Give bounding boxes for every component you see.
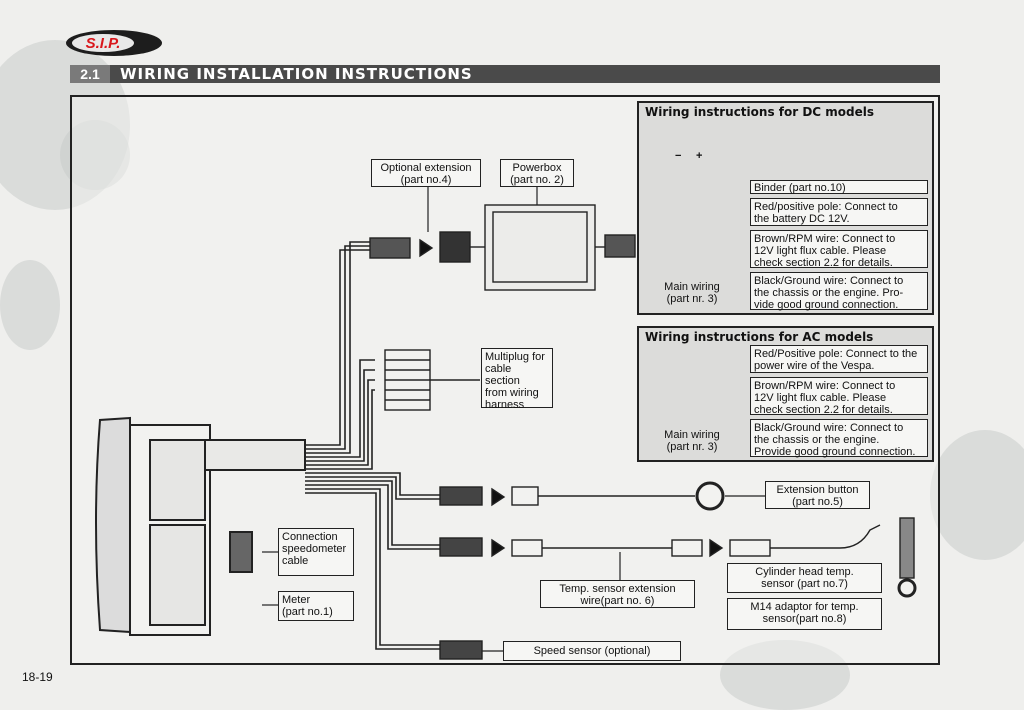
ac-brown-wire-label: Brown/RPM wire: Connect to 12V light flu… xyxy=(750,377,928,416)
m14-adaptor-label: M14 adaptor for temp. sensor(part no.8) xyxy=(727,598,882,630)
dc-red-wire-label: Red/positive pole: Connect to the batter… xyxy=(750,198,928,226)
background-splat xyxy=(930,430,1024,560)
ac-red-wire-label: Red/Positive pole: Connect to the power … xyxy=(750,345,928,373)
section-number: 2.1 xyxy=(70,65,110,83)
battery-minus-sign: − xyxy=(675,150,682,162)
ac-panel-title: Wiring instructions for AC models xyxy=(645,330,874,344)
powerbox-label: Powerbox (part no. 2) xyxy=(500,159,574,187)
background-splat xyxy=(720,640,850,710)
optional-extension-label: Optional extension (part no.4) xyxy=(371,159,481,187)
dc-brown-wire-label: Brown/RPM wire: Connect to 12V light flu… xyxy=(750,230,928,269)
page-number: 18-19 xyxy=(22,670,53,684)
leader-lines xyxy=(262,186,765,652)
ac-black-wire-label: Black/Ground wire: Connect to the chassi… xyxy=(750,419,928,458)
speed-sensor-drawing xyxy=(439,640,483,660)
multiplug-label: Multiplug for cable section from wiring … xyxy=(481,348,553,411)
extension-button-drawing xyxy=(439,481,725,511)
ac-main-wiring-label: Main wiring (part nr. 3) xyxy=(664,429,720,453)
multiplug-drawing xyxy=(384,349,480,411)
extension-button-label: Extension button (part no.5) xyxy=(765,481,870,509)
dc-black-wire-label: Black/Ground wire: Connect to the chassi… xyxy=(750,272,928,311)
temp-sensor-drawing xyxy=(439,517,917,598)
cyl-head-temp-label: Cylinder head temp. sensor (part no.7) xyxy=(727,563,882,593)
temp-sensor-ext-label: Temp. sensor extension wire(part no. 6) xyxy=(540,580,695,608)
sip-logo: S.I.P. xyxy=(66,30,162,56)
speed-sensor-label: Speed sensor (optional) xyxy=(503,641,681,661)
dc-panel-title: Wiring instructions for DC models xyxy=(645,105,874,119)
battery-plus-sign: + xyxy=(696,150,703,162)
meter-label: Meter (part no.1) xyxy=(278,591,354,621)
dc-main-wiring-label: Main wiring (part nr. 3) xyxy=(664,281,720,305)
dc-binder-label: Binder (part no.10) xyxy=(750,180,928,194)
logo-text: S.I.P. xyxy=(72,34,134,52)
meter-drawing xyxy=(95,416,306,636)
background-splat xyxy=(0,260,60,350)
section-title: WIRING INSTALLATION INSTRUCTIONS xyxy=(120,65,473,83)
connection-cable-label: Connection speedometer cable xyxy=(278,528,354,576)
wire-bundle xyxy=(305,241,440,650)
section-header-bar xyxy=(70,65,940,83)
